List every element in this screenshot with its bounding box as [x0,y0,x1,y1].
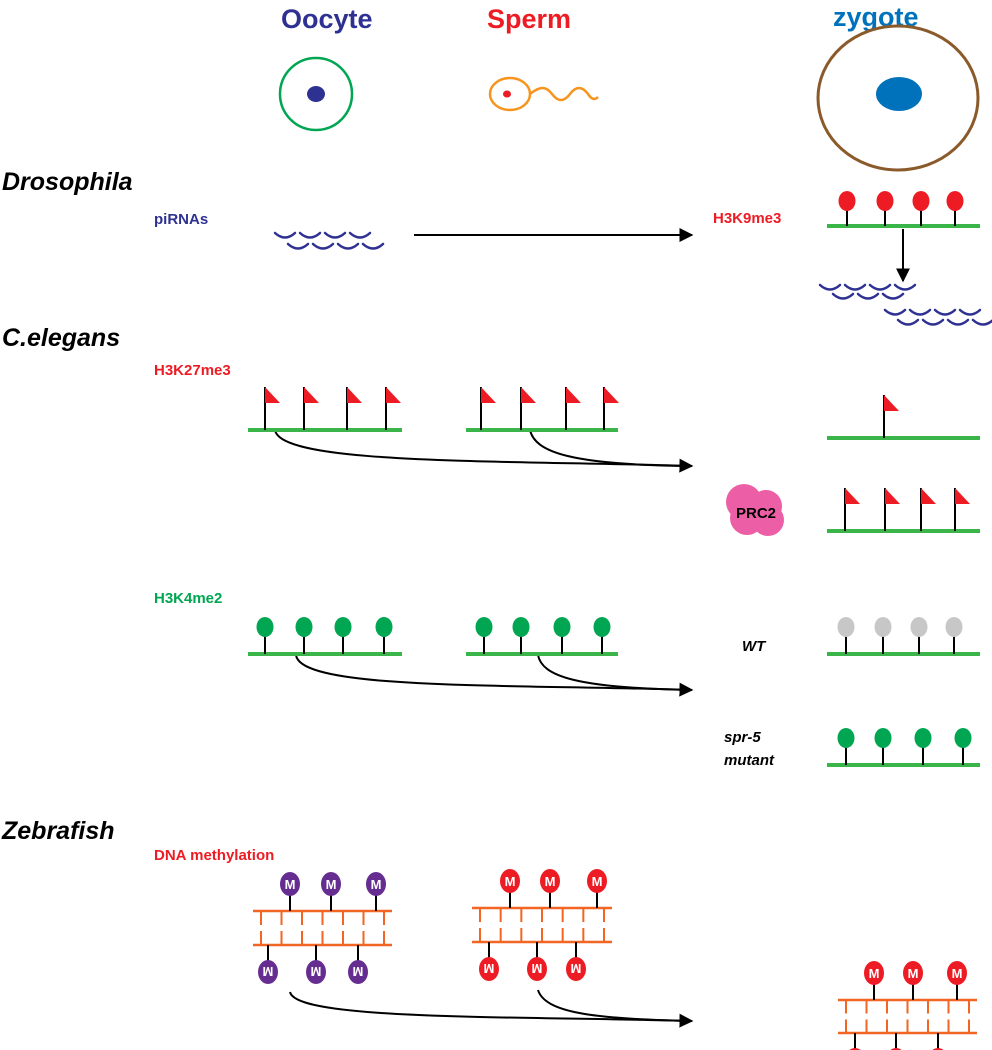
svg-text:M: M [285,877,296,892]
methyl-mark: M [890,1033,902,1050]
oocyte-column-header: Oocyte [281,4,373,34]
h3k4me2-mark [512,617,530,654]
h3k4me2-mark [593,617,611,654]
erased-h3k4me2-mark [874,617,892,654]
h3k27me3-mark [303,387,319,430]
methyl-mark: M [321,872,341,911]
dna-methylation-oocyte-arrow [289,991,694,1028]
methyl-mark: M [280,872,300,911]
h3k27me3-mark [884,488,900,531]
h3k4me2-label: H3K4me2 [154,590,223,607]
svg-text:M: M [326,877,337,892]
methyl-mark: M [947,961,967,1000]
h3k9me3-mark [838,191,856,226]
h3k9me3-mark [876,191,894,226]
h3k4me2-mark [874,728,892,765]
pirnas-label: piRNAs [154,211,209,228]
svg-text:M: M [505,874,516,889]
methyl-mark: M [903,961,923,1000]
h3k27me3-label: H3K27me3 [154,362,231,379]
h3k4me2-mark [295,617,313,654]
h3k27me3-oocyte-arrow [274,429,694,473]
prc2-label: PRC2 [736,505,776,522]
methyl-mark: M [864,961,884,1000]
arrows [274,228,910,1028]
h3k27me3-mark [520,387,536,430]
h3k27me3-mark [883,395,899,438]
h3k4me2-mark [914,728,932,765]
methyl-mark: M [566,942,586,981]
h3k9me3-label: H3K9me3 [713,210,782,227]
svg-text:M: M [869,966,880,981]
h3k27me3-mark [844,488,860,531]
methyl-mark: M [849,1033,861,1050]
drosophila-heading: Drosophila [2,168,133,196]
h3k27me3-mark [954,488,970,531]
methyl-mark: M [527,942,547,981]
oocyte-methylated-dna: M M M M M M [253,872,392,984]
h3k4me2-mark [256,617,274,654]
svg-text:M: M [571,961,582,976]
celegans-heading: C.elegans [2,324,121,352]
zygote-cell [816,24,980,172]
h3k27me3-mark [346,387,362,430]
erased-h3k4me2-mark [837,617,855,654]
svg-text:M: M [592,874,603,889]
methyl-mark: M [540,869,560,908]
h3k9me3-mark [912,191,930,226]
prc2-complex: PRC2 [726,484,784,536]
methyl-mark: M [587,869,607,908]
wt-label: WT [742,638,766,655]
chromatin-elements: M M M M M M M M M M M M M M M M M M [248,191,992,1050]
h3k4me2-mark [475,617,493,654]
h3k27me3-mark [603,387,619,430]
oocyte-cell [278,56,354,132]
svg-text:M: M [908,966,919,981]
methyl-mark: M [306,945,326,984]
h3k27me3-mark [264,387,280,430]
pirna-cluster-zygote [818,283,992,326]
methyl-mark: M [932,1033,944,1050]
h3k27me3-mark [480,387,496,430]
h3k27me3-mark [565,387,581,430]
svg-text:M: M [484,961,495,976]
zygote-methylated-dna: M M M M M M [838,961,977,1050]
h3k4me2-mark [553,617,571,654]
h3k4me2-mark [954,728,972,765]
h3k4me2-mark [334,617,352,654]
erased-h3k4me2-mark [945,617,963,654]
svg-text:M: M [371,877,382,892]
sperm-methylated-dna: M M M M M M [472,869,612,981]
svg-text:M: M [952,966,963,981]
sperm-column-header: Sperm [487,4,572,34]
h3k9me3-mark [946,191,964,226]
h3k4me2-sperm-arrow [537,654,693,691]
zebrafish-heading: Zebrafish [2,817,115,845]
sperm-cell [488,76,599,112]
svg-text:M: M [263,964,274,979]
h3k27me3-mark [385,387,401,430]
dna-methylation-label: DNA methylation [154,847,275,864]
h3k4me2-mark [837,728,855,765]
dna-methylation-sperm-arrow [537,989,693,1022]
methyl-mark: M [366,872,386,911]
svg-text:M: M [532,961,543,976]
h3k27me3-mark [920,488,936,531]
methyl-mark: M [348,945,368,984]
h3k4me2-oocyte-arrow [295,654,694,697]
spr5-label-line1: spr-5 [724,729,761,746]
methyl-mark: M [479,942,499,981]
pirna-cluster-oocyte [273,231,385,250]
svg-text:M: M [545,874,556,889]
spr5-label-line2: mutant [724,752,774,769]
h3k27me3-sperm-arrow [529,429,693,467]
svg-text:M: M [353,964,364,979]
methyl-mark: M [500,869,520,908]
erased-h3k4me2-mark [910,617,928,654]
methyl-mark: M [258,945,278,984]
svg-text:M: M [311,964,322,979]
h3k4me2-mark [375,617,393,654]
